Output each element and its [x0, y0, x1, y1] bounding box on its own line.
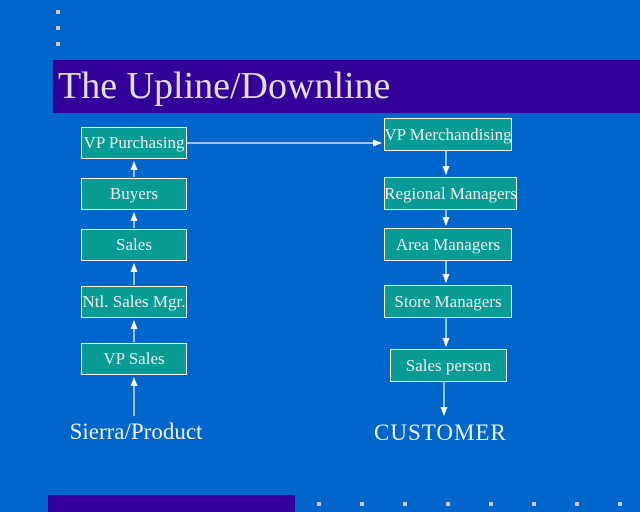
- org-box-sales-person: Sales person: [390, 349, 507, 382]
- customer-label: CUSTOMER: [374, 420, 507, 445]
- slide-title: The Upline/Downline: [58, 65, 391, 107]
- org-box-buyers: Buyers: [81, 178, 187, 210]
- source-label: Sierra/Product: [69, 419, 203, 444]
- org-box-label: Sales person: [405, 355, 492, 375]
- bullet-dot: [317, 502, 321, 506]
- bullet-dot: [532, 502, 536, 506]
- bullet-dot: [618, 502, 622, 506]
- org-box-label: Sales: [116, 235, 152, 254]
- bullet-dot: [489, 502, 493, 506]
- bullet-dot: [403, 502, 407, 506]
- bullet-dot: [446, 502, 450, 506]
- bullet-dot: [575, 502, 579, 506]
- org-box-store-managers: Store Managers: [384, 285, 512, 318]
- org-box-label: VP Purchasing: [83, 133, 185, 152]
- bullet-dot: [56, 26, 60, 30]
- bottom-accent-bar: [48, 495, 295, 512]
- bullet-dot: [56, 10, 60, 14]
- org-box-ntl-sales-mgr: Ntl. Sales Mgr.: [81, 286, 187, 318]
- bullet-dot: [360, 502, 364, 506]
- org-box-vp-merchandising: VP Merchandising: [384, 118, 512, 151]
- org-box-label: VP Sales: [103, 349, 165, 368]
- org-box-regional-managers: Regional Managers: [384, 177, 517, 210]
- title-band: The Upline/Downline: [53, 60, 640, 113]
- org-box-label: VP Merchandising: [384, 124, 512, 144]
- org-box-area-managers: Area Managers: [384, 228, 512, 261]
- org-box-label: Ntl. Sales Mgr.: [82, 292, 186, 311]
- org-box-label: Store Managers: [394, 291, 502, 311]
- bullet-dot: [56, 42, 60, 46]
- org-box-label: Buyers: [109, 184, 159, 203]
- org-box-label: Area Managers: [395, 234, 501, 254]
- org-box-vp-purchasing: VP Purchasing: [81, 127, 187, 159]
- org-box-vp-sales: VP Sales: [81, 343, 187, 375]
- org-box-sales: Sales: [81, 229, 187, 261]
- org-box-label: Regional Managers: [384, 183, 517, 203]
